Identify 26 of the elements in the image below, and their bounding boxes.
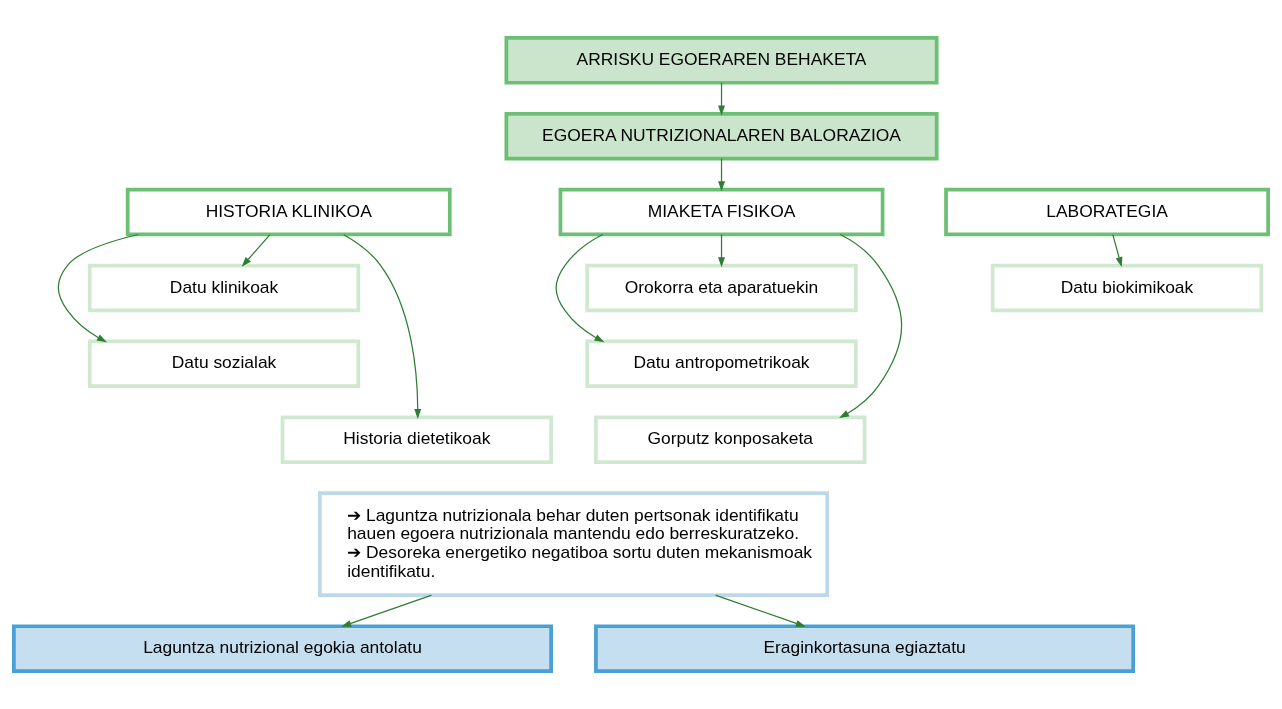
arrow [839, 233, 903, 419]
node-box: Datu biokimikoak [990, 263, 1264, 313]
node-box: Gorputz konposaketa [594, 415, 867, 464]
node-box: MIAKETA FISIKOA [558, 187, 885, 237]
arrow [718, 158, 725, 192]
arrow [718, 233, 725, 268]
node-box: EGOERA NUTRIZIONALAREN BALORAZIOA [504, 111, 939, 161]
arrow [343, 234, 422, 419]
arrow [57, 233, 139, 343]
node-box: Orokorra eta aparatuekin [585, 263, 858, 313]
node-box: Eraginkortasuna egiaztatu [594, 624, 1136, 673]
node-box: ➔ Laguntza nutrizionala behar duten pertsonak identifikatu hauen egoera nutrizionala mantendu edo berreskuratzeko. ➔ Desoreka energetiko negatiboa sortu duten mekanismoak identifikatu. [317, 491, 830, 598]
node-box: Datu sozialak [87, 339, 361, 389]
arrow [241, 233, 271, 267]
node-box: Historia dietetikoak [280, 415, 553, 464]
arrow [341, 594, 433, 627]
arrow [555, 233, 605, 343]
node-box: LABORATEGIA [944, 187, 1270, 237]
arrow [715, 594, 806, 627]
arrow [1112, 233, 1123, 268]
node-box: HISTORIA KLINIKOA [125, 187, 452, 237]
node-box: Datu antropometrikoak [585, 339, 858, 389]
node-box: Laguntza nutrizional egokia antolatu [12, 624, 553, 673]
node-box: Datu klinikoak [87, 263, 361, 313]
arrow [718, 82, 725, 116]
node-box: ARRISKU EGOERAREN BEHAKETA [504, 36, 939, 85]
